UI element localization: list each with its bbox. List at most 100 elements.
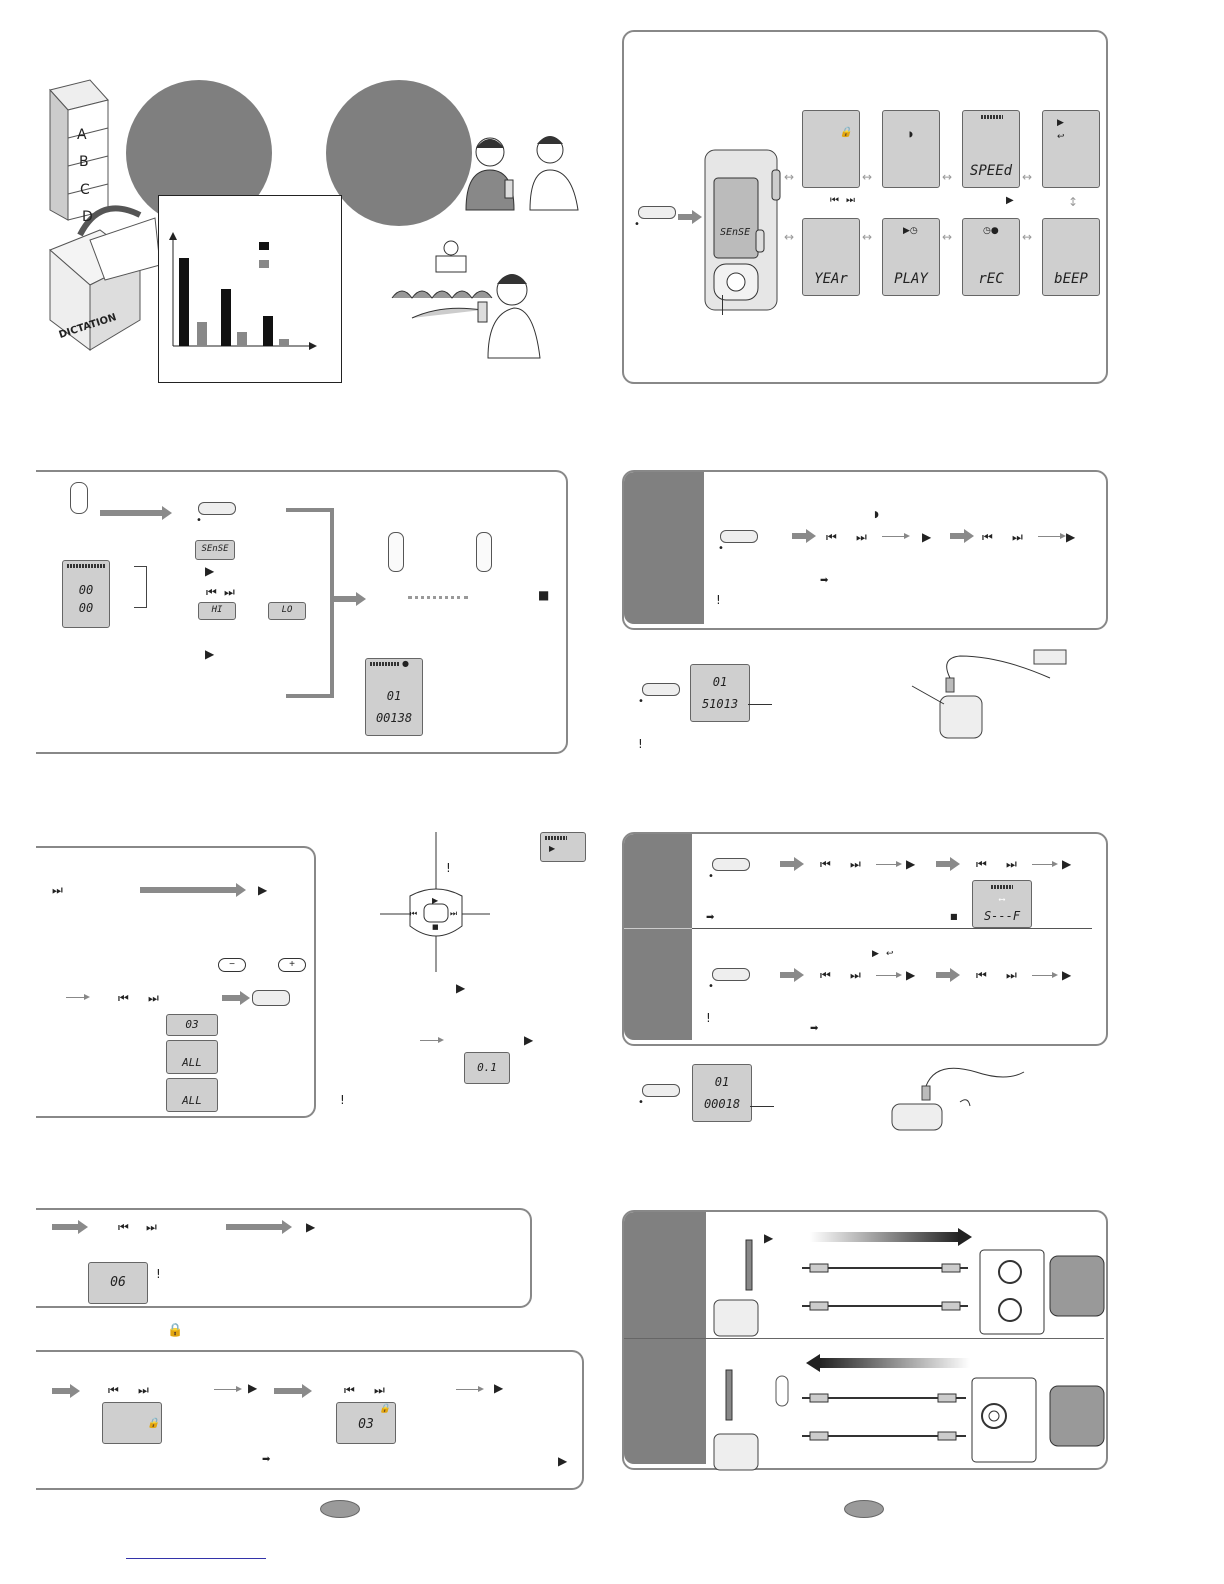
play-timer-icon: ▶◷ bbox=[903, 226, 918, 236]
drawer-label-c: C bbox=[80, 182, 90, 198]
display-line-2: 00138 bbox=[375, 711, 413, 725]
play-icon: ▶ bbox=[906, 968, 916, 982]
menu-button[interactable] bbox=[720, 530, 758, 543]
double-arrow: ↔ bbox=[862, 170, 873, 184]
repeat-icon: ↩ bbox=[1057, 132, 1065, 142]
volume-up-button[interactable]: + bbox=[278, 958, 306, 972]
gradient-arrow-right bbox=[810, 1232, 960, 1242]
beep-screen-text: bEEP bbox=[1054, 271, 1088, 287]
caution-mark: ! bbox=[446, 861, 451, 875]
arrow-to-device bbox=[678, 210, 702, 224]
skip-back-icon: ⏮ bbox=[826, 530, 837, 544]
record-button[interactable] bbox=[476, 532, 492, 572]
play-icon: ▶ bbox=[494, 1381, 504, 1395]
speed-display: ⟷ S---F bbox=[972, 880, 1032, 928]
section-sidebar bbox=[624, 834, 692, 1040]
thin-arrow bbox=[456, 1386, 484, 1392]
small-arrow: ➡ bbox=[706, 912, 715, 923]
flow-arrow bbox=[792, 529, 816, 543]
lock-menu-display: 🔒 bbox=[102, 1402, 162, 1444]
double-arrow: ↔ bbox=[942, 170, 953, 184]
display-line-1: 01 bbox=[386, 689, 402, 703]
play-icon: ▶ bbox=[1066, 530, 1076, 544]
flow-arrow bbox=[100, 506, 172, 520]
rec-screen-text: rEC bbox=[978, 271, 1004, 287]
play-icon: ▶ bbox=[205, 647, 215, 661]
flow-arrow bbox=[334, 592, 366, 606]
play-icon: ▶ bbox=[558, 1454, 568, 1468]
skip-forward-icon: ⏭ bbox=[850, 968, 861, 982]
menu-button[interactable] bbox=[642, 683, 680, 696]
skip-forward-icon: ⏭ bbox=[1012, 530, 1023, 544]
divider bbox=[692, 928, 1092, 929]
skip-forward-icon: ⏭ bbox=[148, 991, 159, 1005]
play-icon: ▶ bbox=[205, 564, 215, 578]
skip-back-icon: ⏮ bbox=[976, 968, 987, 982]
menu-screen-play-mode: ▶ ↩ bbox=[1042, 110, 1100, 188]
drawer-label-b: B bbox=[79, 154, 89, 170]
skip-back-icon: ⏮ bbox=[830, 195, 839, 206]
page-number-left bbox=[320, 1500, 360, 1518]
flow-arrow bbox=[950, 529, 974, 543]
play-icon: ▶ bbox=[922, 530, 932, 544]
menu-button[interactable] bbox=[198, 502, 236, 515]
menu-button[interactable] bbox=[252, 990, 290, 1006]
thin-arrow bbox=[420, 1037, 444, 1043]
caution-mark: ! bbox=[340, 1093, 345, 1107]
dot-mark: • bbox=[708, 981, 714, 992]
skip-forward-icon: ⏭ bbox=[450, 909, 458, 918]
caution-mark: ! bbox=[716, 593, 721, 607]
device-pointer-line bbox=[722, 295, 723, 315]
folder-number-text: 06 bbox=[110, 1275, 126, 1290]
play-icon: ▶ bbox=[1062, 857, 1072, 871]
skip-forward-icon: ⏭ bbox=[1006, 857, 1017, 871]
dot-mark: • bbox=[196, 515, 202, 526]
menu-button[interactable] bbox=[712, 968, 750, 981]
display-line-1: 01 bbox=[712, 675, 728, 689]
thin-arrow bbox=[66, 994, 90, 1000]
counter-display: 01 51013 bbox=[690, 664, 750, 722]
gradient-arrow-left bbox=[820, 1358, 970, 1368]
menu-button[interactable] bbox=[642, 1084, 680, 1097]
skip-forward-icon: ⏭ bbox=[52, 883, 63, 897]
skip-forward-icon: ⏭ bbox=[146, 1220, 157, 1234]
flow-arrow bbox=[274, 1384, 312, 1398]
gradient-arrow-head bbox=[958, 1228, 972, 1246]
lock-icon: 🔒 bbox=[147, 1418, 160, 1429]
menu-screen-year: YEAr bbox=[802, 218, 860, 296]
play-screen-text: PLAY bbox=[894, 271, 928, 287]
divider bbox=[624, 1338, 1104, 1339]
record-button[interactable] bbox=[388, 532, 404, 572]
menu-button[interactable] bbox=[712, 858, 750, 871]
play-icon: ▶ bbox=[1062, 968, 1072, 982]
flow-arrow bbox=[52, 1220, 88, 1234]
play-icon: ▶ bbox=[872, 949, 879, 959]
dot-mark: • bbox=[638, 696, 644, 707]
play-icon: ▶ bbox=[1057, 118, 1064, 128]
play-icon: ▶ bbox=[456, 981, 466, 995]
skip-back-icon: ⏮ bbox=[344, 1383, 355, 1397]
flow-arrow bbox=[936, 857, 960, 871]
flow-arrow bbox=[780, 968, 804, 982]
skip-back-icon: ⏮ bbox=[206, 585, 217, 599]
dot-mark: • bbox=[718, 543, 724, 554]
drawer-label-d: D bbox=[82, 209, 93, 225]
speed-range-arrows: ⟷ bbox=[999, 895, 1005, 905]
lock-icon: 🔒 bbox=[167, 1323, 184, 1338]
double-arrow: ↔ bbox=[1022, 230, 1033, 244]
record-switch[interactable] bbox=[70, 482, 88, 514]
device-display-text: SEnSE bbox=[720, 227, 751, 238]
skip-forward-icon: ⏭ bbox=[224, 585, 235, 599]
caution-mark: ! bbox=[156, 1267, 161, 1281]
display-line-1: 00 bbox=[78, 583, 94, 597]
double-arrow: ↔ bbox=[784, 230, 795, 244]
caution-mark: ! bbox=[638, 737, 643, 751]
merge-bracket bbox=[286, 508, 334, 698]
dotted-arrow bbox=[408, 596, 468, 599]
menu-button[interactable] bbox=[638, 206, 676, 219]
volume-down-button[interactable]: − bbox=[218, 958, 246, 972]
lock-icon: 🔒 bbox=[839, 127, 853, 138]
flow-arrow bbox=[222, 991, 250, 1005]
stop-icon: ■ bbox=[950, 912, 958, 921]
playback-settings-panel bbox=[622, 832, 1108, 1046]
